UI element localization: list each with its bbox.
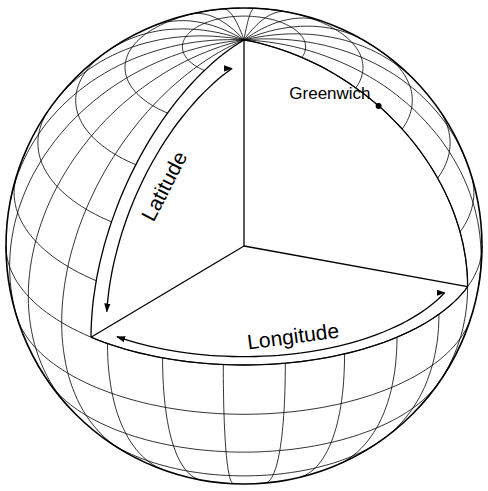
meridian-line — [384, 314, 439, 438]
wedge-edge — [243, 40, 244, 246]
meridian-line — [244, 18, 320, 40]
meridian-line — [163, 358, 201, 480]
place-label: Greenwich — [289, 85, 370, 102]
meridian-line — [244, 40, 468, 384]
parallel-line — [14, 177, 96, 281]
axis-label: Latitude — [138, 148, 191, 224]
axis-label: Longitude — [246, 319, 340, 352]
wedge-edge — [244, 246, 468, 287]
meridian-line — [62, 40, 244, 451]
graticule — [6, 8, 482, 484]
meridian-line — [266, 363, 285, 483]
measure-arrows — [107, 68, 445, 356]
parallel-line — [438, 111, 450, 178]
meridian-line — [109, 29, 244, 50]
globe-outline — [6, 8, 482, 484]
wedge-equator-arc — [91, 287, 468, 365]
equator-line — [6, 246, 482, 365]
cutaway-wedge — [91, 40, 468, 365]
parallel-line — [108, 441, 380, 476]
meridian-line — [54, 36, 244, 102]
parallel-line — [244, 16, 306, 57]
meridian-line — [244, 40, 481, 285]
meridian-line — [244, 8, 254, 40]
meridian-line — [300, 354, 344, 477]
parallel-line — [18, 319, 471, 414]
meridian-line — [10, 40, 244, 323]
latitude-arrow — [107, 68, 232, 311]
parallel-line — [38, 111, 112, 222]
meridian-line — [154, 21, 244, 40]
parallel-line — [125, 8, 240, 113]
parallel-line — [460, 177, 474, 232]
wedge-edge — [91, 246, 244, 337]
meridian-line — [191, 13, 244, 40]
meridian-line — [11, 40, 245, 200]
meridian-line — [338, 337, 397, 464]
greenwich-meridian-arc — [244, 40, 468, 287]
greenwich-dot — [376, 103, 382, 109]
meridian-line — [108, 344, 164, 471]
meridian-line — [223, 365, 233, 484]
longitude-arrow — [117, 293, 445, 357]
wedge-meridian-arc — [91, 40, 244, 337]
meridian-line — [223, 9, 244, 40]
